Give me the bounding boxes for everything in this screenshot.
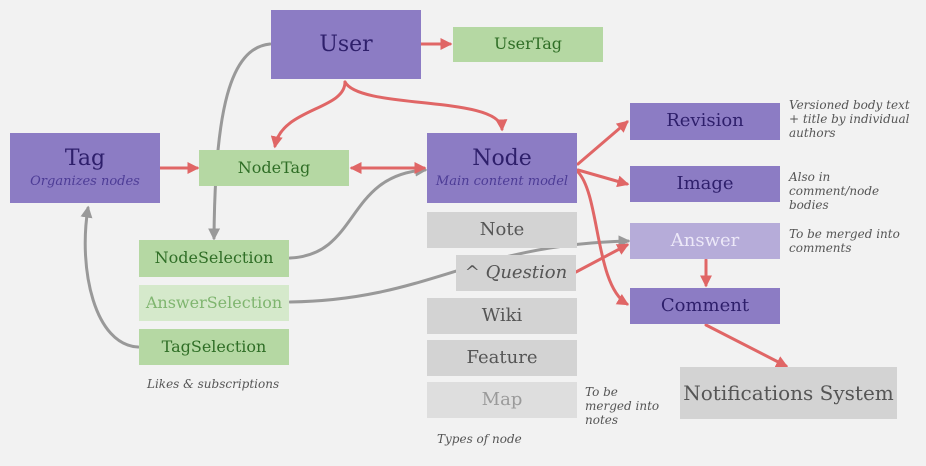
image-label: Image [676, 172, 734, 194]
tag-label: Tag [64, 146, 106, 172]
usertag-box[interactable]: UserTag [453, 27, 603, 62]
comment-box[interactable]: Comment [630, 288, 780, 324]
edge-comment-to-notifications [704, 323, 789, 368]
answerselection-label: AnswerSelection [145, 292, 283, 312]
edge-user-to-nodeselection [208, 42, 272, 241]
tag-box[interactable]: Tag Organizes nodes [10, 133, 160, 203]
tag-subtitle: Organizes nodes [30, 173, 140, 189]
map-box[interactable]: Map [427, 382, 577, 418]
node-subtitle: Main content model [435, 173, 569, 189]
edge-tagselection-to-tag [80, 205, 140, 349]
tagselection-box[interactable]: TagSelection [139, 329, 289, 365]
edge-user-to-nodetag [270, 80, 347, 149]
edge-node-to-revision [576, 120, 629, 166]
notifications-box[interactable]: Notifications System [680, 367, 897, 419]
node-box[interactable]: Node Main content model [427, 133, 577, 203]
question-box[interactable]: ^ Question [456, 255, 576, 291]
image-box[interactable]: Image [630, 166, 780, 202]
edge-nodeselection-to-node [288, 164, 428, 260]
answer-label: Answer [670, 229, 740, 251]
note-label: Note [479, 218, 525, 240]
note-box[interactable]: Note [427, 212, 577, 248]
feature-box[interactable]: Feature [427, 340, 577, 376]
tagselection-label: TagSelection [161, 336, 267, 356]
node-types-annotation: Types of node [437, 432, 522, 446]
user-label: User [319, 31, 373, 57]
comment-label: Comment [660, 294, 750, 316]
edge-node-to-image [576, 168, 630, 188]
selections-annotation: Likes & subscriptions [147, 377, 280, 391]
notifications-label: Notifications System [683, 380, 894, 405]
revision-label: Revision [666, 110, 744, 132]
image-annotation: Also in comment/node bodies [789, 170, 880, 212]
usertag-label: UserTag [493, 34, 563, 54]
map-label: Map [481, 388, 523, 410]
nodeselection-box[interactable]: NodeSelection [139, 240, 289, 277]
edge-question-to-answer [574, 243, 630, 274]
answer-box[interactable]: Answer [630, 223, 780, 259]
feature-label: Feature [466, 346, 538, 368]
wiki-label: Wiki [481, 304, 523, 326]
nodetag-box[interactable]: NodeTag [199, 150, 349, 186]
answerselection-box[interactable]: AnswerSelection [139, 285, 289, 321]
answer-annotation: To be merged into comments [789, 227, 900, 255]
revision-annotation: Versioned body text + title by individua… [789, 98, 910, 140]
map-annotation: To be merged into notes [585, 385, 660, 427]
revision-box[interactable]: Revision [630, 103, 780, 140]
wiki-box[interactable]: Wiki [427, 298, 577, 334]
node-label: Node [472, 146, 532, 172]
user-box[interactable]: User [271, 10, 421, 79]
nodeselection-label: NodeSelection [154, 248, 274, 268]
question-label: ^ Question [464, 261, 568, 283]
edge-user-to-node [343, 80, 508, 132]
edge-node-to-comment [576, 170, 630, 306]
nodetag-label: NodeTag [237, 157, 311, 177]
